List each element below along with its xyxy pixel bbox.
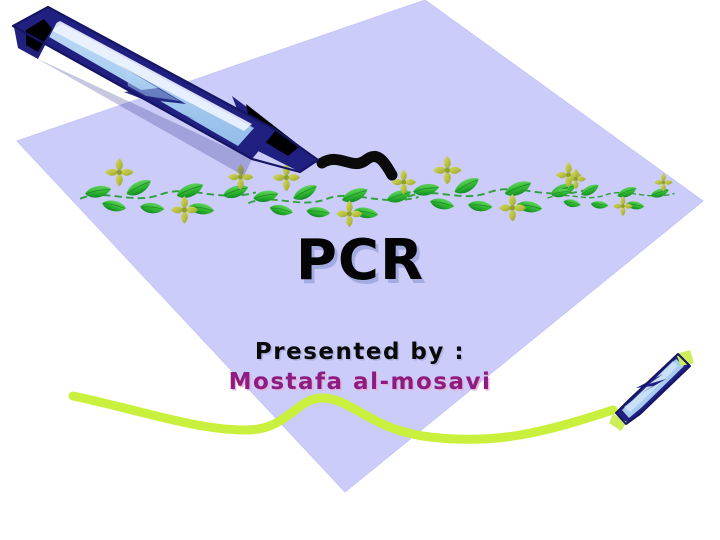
large-fountain-pen <box>11 5 320 176</box>
small-pen <box>609 350 694 431</box>
green-wave-line <box>68 391 618 444</box>
ink-squiggle-stroke <box>316 151 398 181</box>
